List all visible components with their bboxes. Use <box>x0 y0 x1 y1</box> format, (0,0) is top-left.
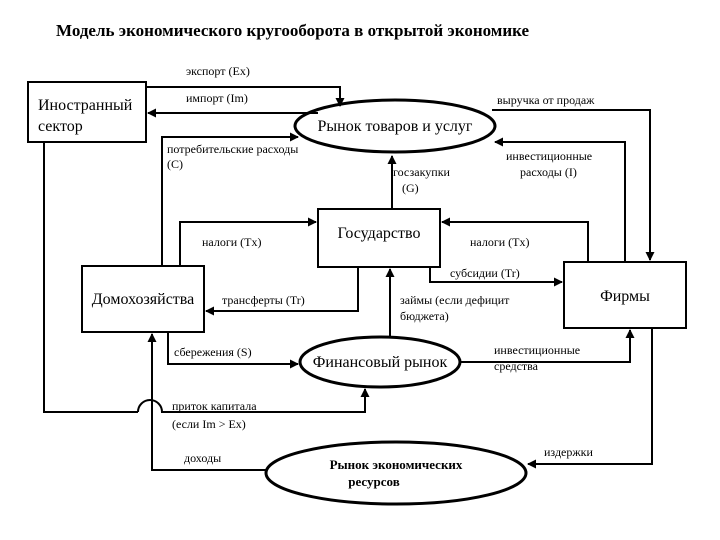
taxes-firms-arrow <box>441 217 589 262</box>
investment-spending-label-line1: инвестиционные <box>506 149 592 163</box>
transfers-arrow <box>205 267 359 316</box>
capital-inflow-label-line2: (если Im > Ex) <box>172 417 246 431</box>
investment-spending-arrow <box>494 137 626 262</box>
gov-purchases-label-line2: (G) <box>402 181 419 195</box>
foreign-sector-label-line2: сектор <box>38 118 83 135</box>
government-label: Государство <box>338 225 421 242</box>
households-label: Домохозяйства <box>92 291 195 308</box>
investment-spending-label-line2: расходы (I) <box>520 165 577 179</box>
savings-label: сбережения (S) <box>174 345 252 359</box>
diagram-title: Модель экономического кругооборота в отк… <box>56 21 530 40</box>
costs-arrow <box>527 328 653 469</box>
export-label: экспорт (Ex) <box>186 64 250 78</box>
loans-label-line1: займы (если дефицит <box>400 293 510 307</box>
households-node: Домохозяйства <box>81 265 205 333</box>
import-label: импорт (Im) <box>186 91 248 105</box>
foreign-sector-label-line1: Иностранный <box>38 97 133 114</box>
resource-market-label-line2: ресурсов <box>348 474 399 489</box>
income-label: доходы <box>184 451 221 465</box>
investment-funds-arrow <box>460 329 635 363</box>
capital-inflow-label-line1: приток капитала <box>172 399 257 413</box>
firms-node: Фирмы <box>563 261 687 329</box>
revenue-label: выручка от продаж <box>497 93 595 107</box>
financial-market-node: Финансовый рынок <box>298 335 462 389</box>
revenue-arrow <box>492 109 655 261</box>
consumer-spending-label-line1: потребительские расходы <box>167 142 298 156</box>
costs-label: издержки <box>544 445 593 459</box>
income-arrow <box>147 333 266 471</box>
taxes-households-arrow <box>179 217 317 266</box>
taxes-households-label: налоги (Tx) <box>202 235 262 249</box>
transfers-label: трансферты (Tr) <box>222 293 305 307</box>
investment-funds-label-line1: инвестиционные <box>494 343 580 357</box>
subsidies-arrow <box>429 267 563 287</box>
government-node: Государство <box>317 208 441 268</box>
goods-market-label: Рынок товаров и услуг <box>318 118 473 135</box>
financial-market-label: Финансовый рынок <box>313 354 448 371</box>
subsidies-label: субсидии (Tr) <box>450 266 520 280</box>
loans-label-line2: бюджета) <box>400 309 449 323</box>
resource-market-node: Рынок экономических ресурсов <box>264 440 528 506</box>
goods-market-node: Рынок товаров и услуг <box>293 98 497 154</box>
consumer-spending-arrow <box>161 132 299 266</box>
resource-market-label-line1: Рынок экономических <box>330 457 463 472</box>
foreign-sector-outflow-line <box>43 142 138 413</box>
export-arrow <box>146 86 345 107</box>
savings-arrow <box>167 332 299 369</box>
taxes-firms-label: налоги (Tx) <box>470 235 530 249</box>
consumer-spending-label-line2: (C) <box>167 157 183 171</box>
firms-label: Фирмы <box>600 288 650 305</box>
gov-purchases-label-line1: госзакупки <box>393 165 451 179</box>
investment-funds-label-line2: средства <box>494 359 539 373</box>
foreign-sector-node: Иностранный сектор <box>27 81 147 143</box>
